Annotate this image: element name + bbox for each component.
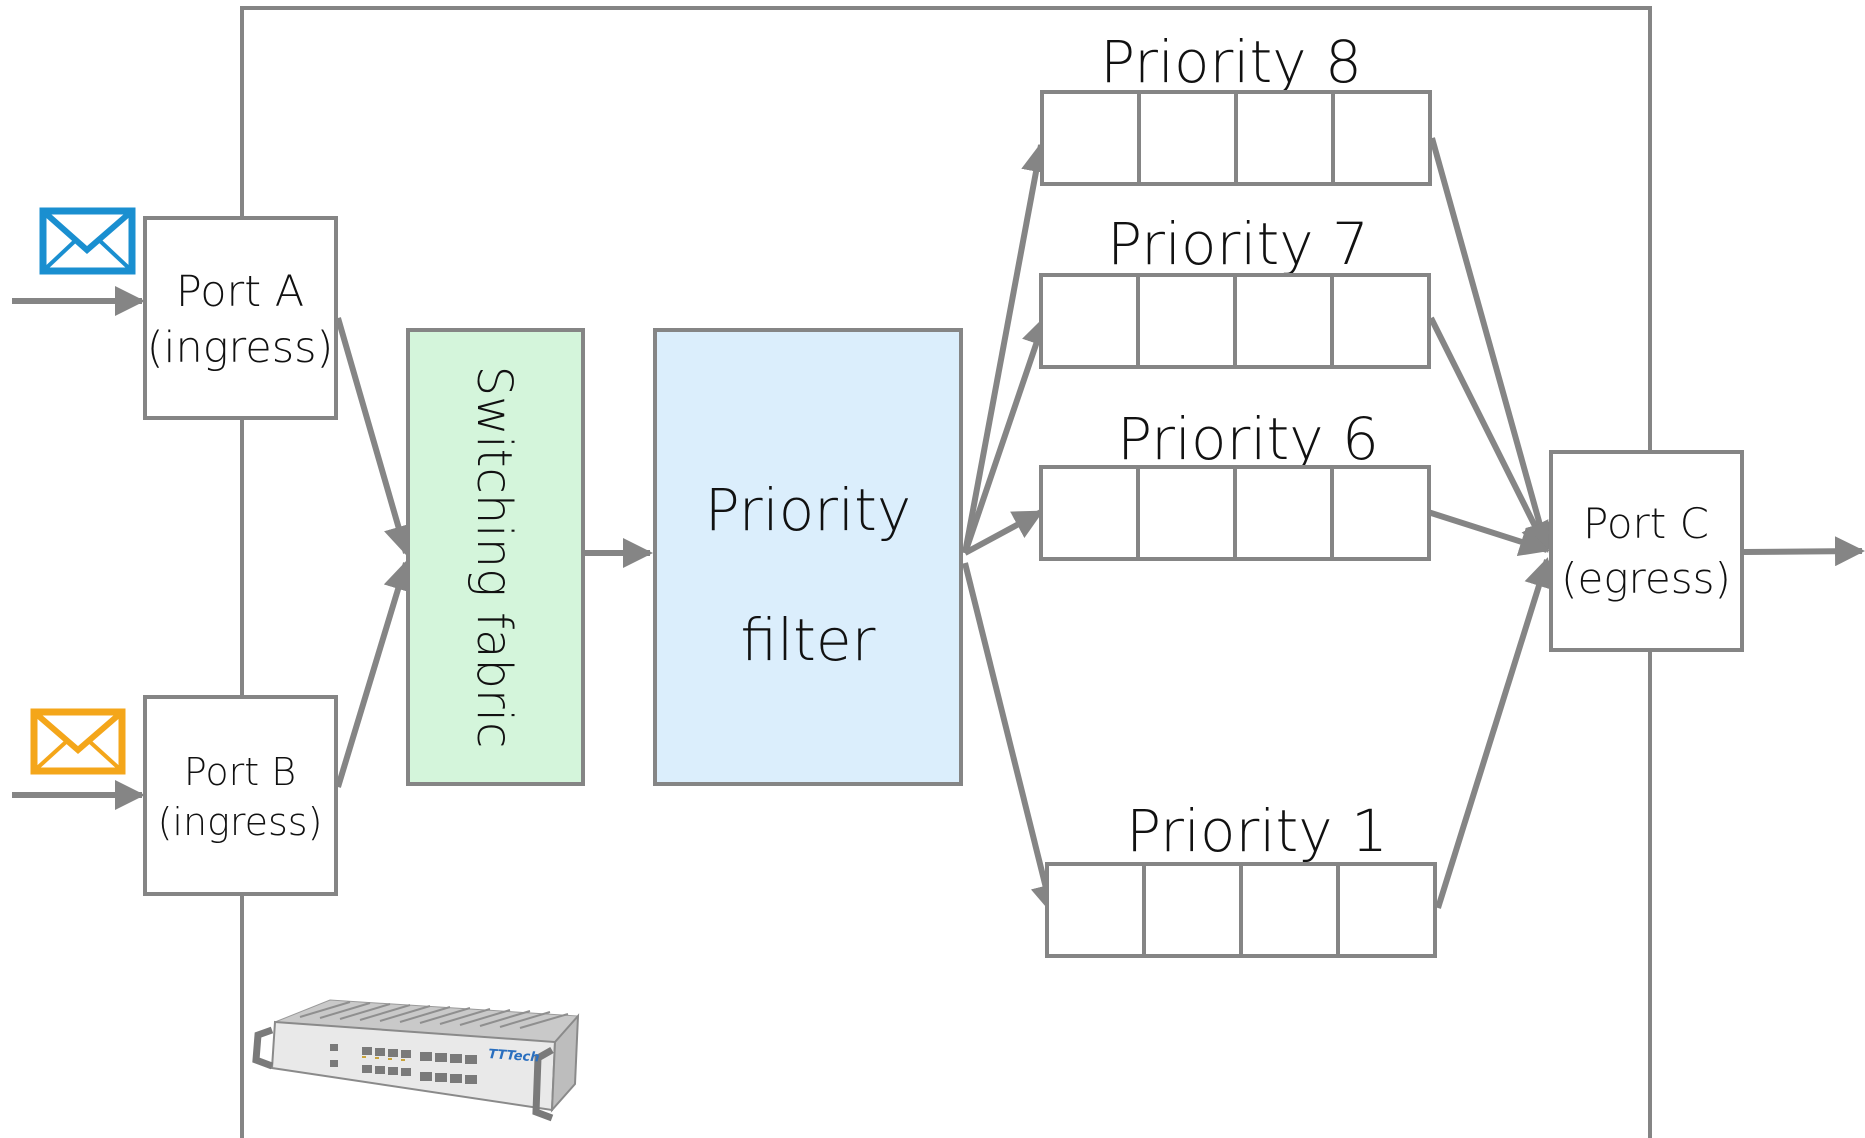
switching-fabric-label: Switching fabric <box>466 366 522 749</box>
arrow-filter-to-priority-6 <box>963 509 1044 556</box>
queue-priority-6: Priority 6 <box>1039 405 1431 561</box>
port-c-direction: (egress) <box>1561 554 1731 603</box>
envelope-icon <box>39 207 136 275</box>
priority-filter-label-line2: filter <box>741 606 876 674</box>
envelope-icon <box>30 708 126 775</box>
switching-fabric-box: Switching fabric <box>406 328 585 786</box>
queue-label: Priority 7 <box>1107 210 1369 278</box>
port-b-name: Port B <box>184 750 296 794</box>
device-brand-label: TTTech <box>488 1047 540 1066</box>
arrow-priority-1-to-port-c <box>1435 557 1554 909</box>
arrow-filter-to-priority-1 <box>962 562 1061 915</box>
queue-priority-8: Priority 8 <box>1040 28 1432 186</box>
arrow-priority-6-to-port-c <box>1427 509 1550 557</box>
queue-label: Priority 1 <box>1126 797 1388 865</box>
arrow-port-b-to-fabric <box>335 560 413 788</box>
queue-priority-1: Priority 1 <box>1045 797 1437 958</box>
egress-arrow-c <box>1743 536 1865 567</box>
port-a-direction: (ingress) <box>147 323 334 373</box>
port-b-direction: (ingress) <box>158 800 323 844</box>
queue-priority-7: Priority 7 <box>1039 210 1431 369</box>
priority-filter-label-line1: Priority <box>705 476 911 544</box>
arrow-filter-to-priority-7 <box>962 315 1051 554</box>
queue-label: Priority 6 <box>1117 405 1379 473</box>
port-c-box: Port C (egress) <box>1549 450 1744 652</box>
arrow-filter-to-priority-8 <box>962 142 1051 554</box>
arrow-port-a-to-fabric <box>335 317 413 556</box>
arrow-priority-8-to-port-c <box>1429 137 1555 553</box>
network-switch-device-icon: TTTech <box>252 999 580 1122</box>
port-c-name: Port C <box>1583 499 1709 548</box>
queue-label: Priority 8 <box>1100 28 1362 96</box>
port-a-name: Port A <box>176 267 304 317</box>
port-a-box: Port A (ingress) <box>143 216 338 420</box>
port-b-box: Port B (ingress) <box>143 695 338 896</box>
priority-filter-box: Priority filter <box>653 328 963 786</box>
arrow-priority-7-to-port-c <box>1428 316 1550 553</box>
